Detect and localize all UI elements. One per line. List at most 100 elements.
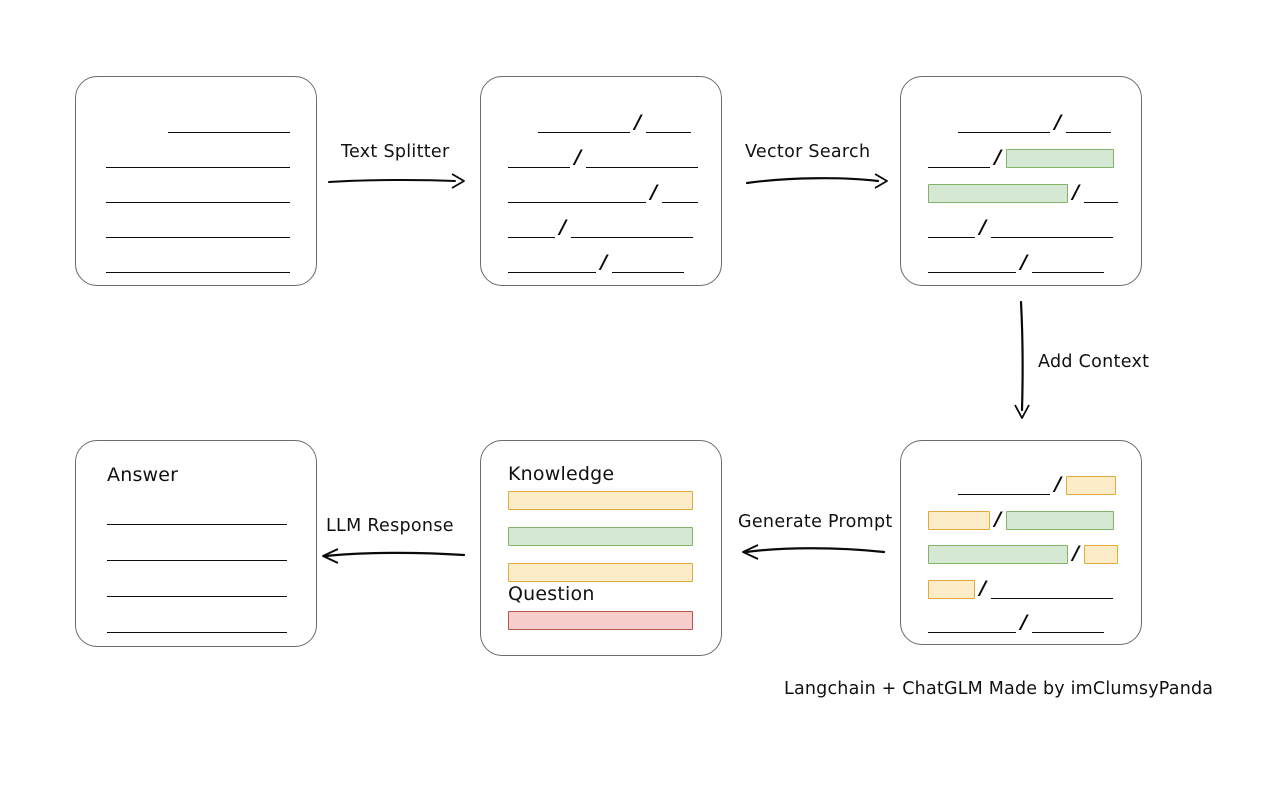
- slash-separator: /: [979, 216, 987, 238]
- yellow-highlight-segment: [928, 510, 990, 530]
- underline-segment: [991, 216, 1113, 238]
- underline-segment: [586, 146, 698, 168]
- yellow-highlight-segment: [928, 579, 975, 599]
- underline-segment: [508, 181, 646, 203]
- green-highlight-segment: [928, 184, 1068, 203]
- arrow-add-context: Add Context: [1008, 300, 1158, 420]
- text-line: /: [508, 216, 698, 238]
- text-line: /: [928, 508, 1118, 530]
- green-highlight-segment: [1006, 510, 1114, 530]
- underline-segment: [958, 473, 1050, 495]
- prompt-box: Knowledge Question: [480, 440, 722, 656]
- arrow-text-splitter-line: [328, 173, 465, 189]
- slash-separator: /: [994, 146, 1002, 168]
- source-document-box: [75, 76, 317, 286]
- slash-separator: /: [1072, 542, 1080, 564]
- underline-segment: [662, 181, 698, 203]
- underline-segment: [1066, 111, 1111, 133]
- matched-chunks-box: / / / / /: [900, 76, 1142, 286]
- text-line: /: [508, 146, 698, 168]
- underline-segment: [107, 611, 287, 633]
- underline-segment: [106, 251, 290, 273]
- slash-separator: /: [994, 507, 1002, 530]
- text-line: /: [928, 473, 1118, 495]
- text-line: [106, 181, 290, 203]
- underline-segment: [107, 575, 287, 597]
- underline-segment: [508, 251, 596, 273]
- footer-credit: Langchain + ChatGLM Made by imClumsyPand…: [784, 679, 1214, 699]
- arrow-generate-prompt-line: [742, 544, 886, 560]
- slash-separator: /: [559, 216, 567, 238]
- arrow-generate-prompt: Generate Prompt: [738, 512, 892, 560]
- underline-segment: [928, 611, 1016, 633]
- text-line: [107, 539, 287, 561]
- arrow-text-splitter: Text Splitter: [327, 142, 467, 190]
- text-line: [106, 216, 290, 238]
- arrow-vector-search-label: Vector Search: [745, 142, 871, 162]
- text-line: /: [928, 251, 1118, 273]
- text-line: [107, 575, 287, 597]
- arrow-vector-search-line: [745, 173, 888, 189]
- text-line: /: [928, 542, 1118, 564]
- document-lines: [106, 111, 290, 273]
- red-bar: [508, 611, 693, 630]
- underline-segment: [571, 216, 693, 238]
- text-line: [106, 146, 290, 168]
- underline-segment: [106, 181, 290, 203]
- answer-label: Answer: [107, 464, 179, 486]
- slash-separator: /: [1054, 111, 1062, 133]
- document-lines: / / / / /: [928, 111, 1118, 273]
- text-line: [106, 111, 290, 133]
- text-line: [106, 251, 290, 273]
- underline-segment: [1084, 181, 1118, 203]
- text-line: [107, 611, 287, 633]
- underline-segment: [508, 146, 570, 168]
- arrow-vector-search: Vector Search: [745, 142, 890, 190]
- slash-separator: /: [600, 251, 608, 273]
- context-chunks-box: / / / / /: [900, 440, 1142, 645]
- question-label: Question: [508, 583, 595, 605]
- text-line: /: [928, 111, 1118, 133]
- split-chunks-box: / / / / /: [480, 76, 722, 286]
- yellow-highlight-segment: [1066, 476, 1116, 495]
- arrow-generate-prompt-label: Generate Prompt: [738, 512, 893, 532]
- slash-separator: /: [1020, 611, 1028, 633]
- underline-segment: [1032, 251, 1104, 273]
- knowledge-bars: [508, 491, 698, 599]
- arrow-llm-response-line: [322, 548, 466, 564]
- yellow-highlight-segment: [1084, 545, 1118, 564]
- underline-segment: [106, 216, 290, 238]
- arrow-llm-response: LLM Response: [318, 516, 466, 564]
- arrow-add-context-line: [1014, 300, 1030, 419]
- underline-segment: [168, 111, 290, 133]
- text-line: /: [508, 181, 698, 203]
- yellow-bar: [508, 491, 693, 510]
- underline-segment: [928, 146, 990, 168]
- underline-segment: [107, 539, 287, 561]
- text-line: /: [508, 111, 698, 133]
- text-line: /: [928, 216, 1118, 238]
- yellow-bar: [508, 563, 693, 582]
- underline-segment: [1032, 611, 1104, 633]
- text-line: /: [928, 611, 1118, 633]
- slash-separator: /: [1020, 251, 1028, 273]
- text-line: [107, 503, 287, 525]
- underline-segment: [646, 111, 691, 133]
- slash-separator: /: [979, 576, 987, 599]
- arrow-llm-response-label: LLM Response: [326, 516, 454, 536]
- slash-separator: /: [650, 181, 658, 203]
- underline-segment: [508, 216, 555, 238]
- document-lines: / / / / /: [508, 111, 698, 273]
- text-line: /: [508, 251, 698, 273]
- underline-segment: [991, 577, 1113, 599]
- document-lines: / / / / /: [928, 473, 1118, 633]
- answer-box: Answer: [75, 440, 317, 647]
- document-lines: [107, 503, 287, 633]
- slash-separator: /: [1072, 181, 1080, 203]
- underline-segment: [928, 251, 1016, 273]
- arrow-text-splitter-label: Text Splitter: [341, 142, 450, 162]
- question-bars: [508, 611, 698, 647]
- slash-separator: /: [634, 111, 642, 133]
- green-bar: [508, 527, 693, 546]
- arrow-add-context-label: Add Context: [1038, 352, 1150, 372]
